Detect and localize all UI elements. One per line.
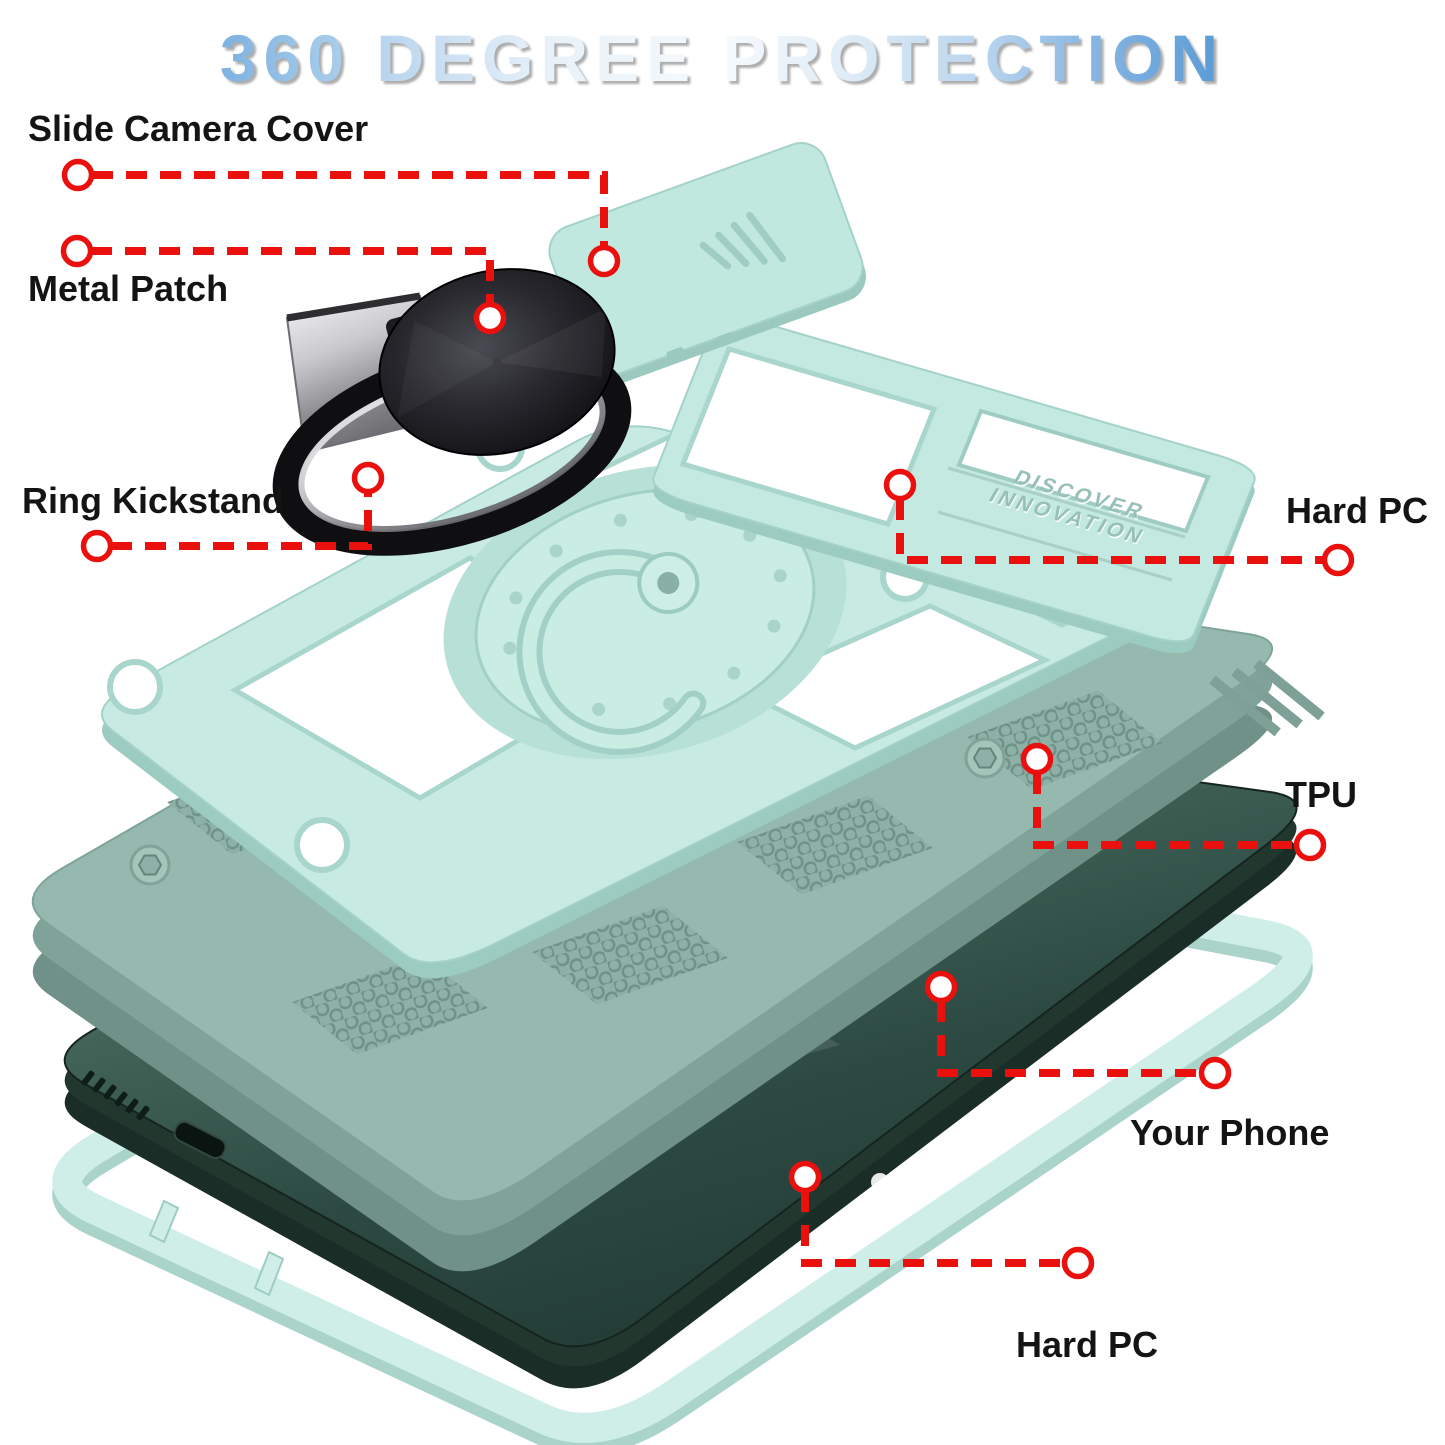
callout-dot-metal-patch-end	[473, 301, 507, 335]
callout-line-hard-pc-top	[896, 499, 1324, 564]
callout-dot-hard-pc-bottom-start	[788, 1160, 822, 1194]
ring-kickstand-assembly	[272, 268, 632, 556]
label-hard-pc-top: Hard PC	[1286, 490, 1429, 531]
callout-line-tpu	[1033, 773, 1296, 849]
tpu-screw-right	[964, 737, 1006, 779]
tpu-screw-left	[129, 844, 171, 886]
callout-dot-tpu-end	[1293, 828, 1327, 862]
front-frame-corner-holes	[107, 422, 930, 873]
slide-camera-cover-piece	[548, 142, 866, 385]
label-ring-kickstand: Ring Kickstand	[22, 480, 285, 521]
callout-line-your-phone	[937, 1001, 1201, 1077]
callout-line-hard-pc-bottom	[801, 1191, 1064, 1267]
phone-mic-hole	[871, 1173, 889, 1191]
ring-mount-emboss	[443, 464, 847, 760]
label-hard-pc-bottom: Hard PC	[1016, 1324, 1159, 1365]
phone-speaker-grill	[81, 1070, 150, 1121]
tpu-side-ribs	[1209, 659, 1325, 737]
slide-cover-rail-plate: DISCOVER INNOVATION DISCOVER INNOVATION	[652, 315, 1256, 654]
callout-dot-ring-kickstand-start	[80, 529, 114, 563]
rail-opening	[956, 408, 1211, 534]
callout-dot-hard-pc-top-start	[883, 468, 917, 502]
callout-dot-your-phone-start	[924, 970, 958, 1004]
callout-dot-tpu-start	[1020, 742, 1054, 776]
label-your-phone: Your Phone	[1130, 1112, 1330, 1153]
callout-dot-your-phone-end	[1198, 1056, 1232, 1090]
label-metal-patch: Metal Patch	[28, 268, 229, 309]
callout-dot-ring-kickstand-end	[351, 461, 385, 495]
label-tpu: TPU	[1285, 774, 1357, 815]
camera-opening	[679, 345, 938, 528]
callouts	[60, 158, 1355, 1280]
page-title: 360 DEGREE PROTECTION	[0, 20, 1445, 96]
callout-dot-hard-pc-bottom-end	[1061, 1246, 1095, 1280]
callout-dot-slide-camera-cover-end	[587, 244, 621, 278]
metal-patch-disc	[378, 268, 616, 456]
callout-dot-metal-patch-start	[60, 234, 94, 268]
slide-cover-grip-ridges	[699, 211, 787, 270]
callout-line-slide-camera-cover	[92, 171, 608, 247]
callout-dot-slide-camera-cover-start	[61, 158, 95, 192]
callout-line-ring-kickstand	[111, 492, 372, 550]
label-slide-camera-cover: Slide Camera Cover	[28, 108, 369, 149]
callout-dot-hard-pc-top-end	[1321, 543, 1355, 577]
phone-usb-port	[173, 1120, 227, 1160]
